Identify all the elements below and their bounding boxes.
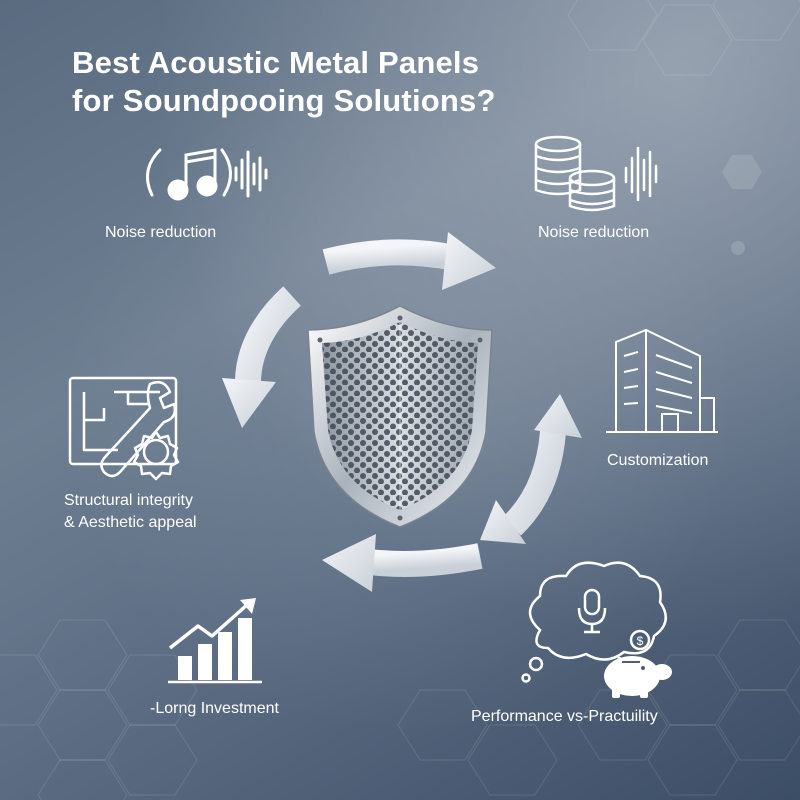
svg-text:$: $: [637, 634, 644, 648]
label-structural-integrity-line-2: & Aesthetic appeal: [64, 514, 197, 531]
label-customization: Customization: [607, 452, 709, 469]
arrow-right: [480, 394, 582, 544]
page-title: Best Acoustic Metal Panels for Soundpooi…: [72, 44, 632, 120]
label-noise-reduction-left: Noise reduction: [105, 224, 217, 241]
label-long-investment: -Lorng Investment: [150, 700, 279, 717]
title-line-1: Best Acoustic Metal Panels: [72, 45, 480, 80]
title-line-2: for Soundpooing Solutions?: [72, 83, 496, 118]
label-structural-integrity-line-1: Structural integrity: [64, 492, 193, 509]
label-structural-integrity: Structural integrity & Aesthetic appeal: [64, 490, 197, 534]
arrow-bottom: [322, 534, 483, 592]
arrow-top: [322, 232, 496, 290]
label-noise-reduction-right: Noise reduction: [538, 224, 650, 241]
label-performance-vs-practicality: Performance vs-Practuility: [471, 708, 658, 725]
arrow-left: [222, 286, 301, 428]
